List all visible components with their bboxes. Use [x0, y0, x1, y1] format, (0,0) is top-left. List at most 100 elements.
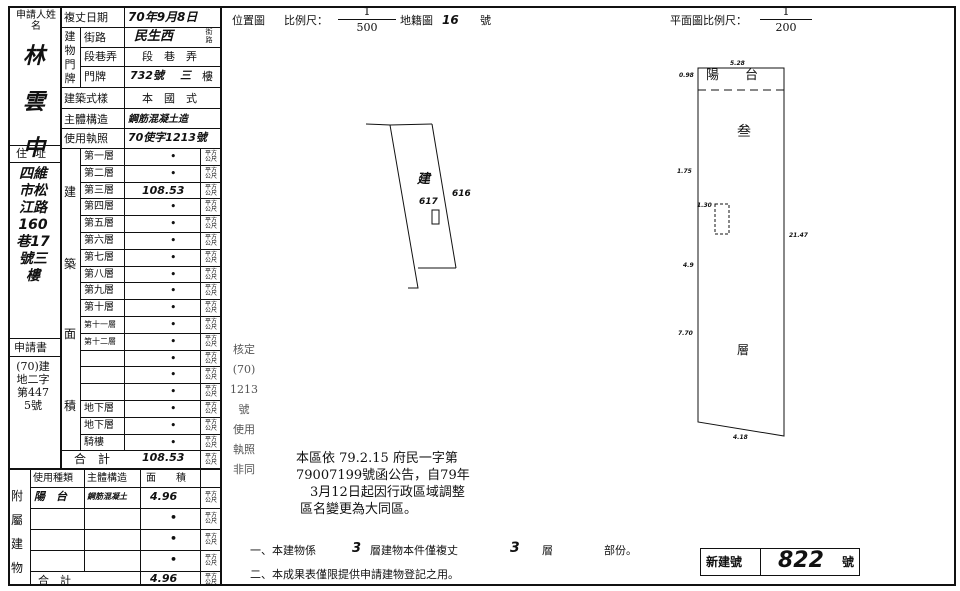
stamp-line: 非同 [233, 463, 255, 476]
annex-side-label: 附屬建物 [10, 489, 23, 575]
annex-area: • [170, 532, 178, 545]
location-scale-num: 1 [363, 5, 371, 18]
floor-area-unit: 平方公尺 [205, 435, 218, 449]
completion-date-label: 複丈日期 [64, 11, 108, 24]
plan-floor-char-top: 叁 [737, 124, 751, 140]
sheet-number: 16 [442, 13, 459, 27]
floor-area-unit: 平方公尺 [205, 200, 218, 214]
lot-number-a: 617 [419, 197, 438, 207]
street-value: 民生西 [134, 29, 174, 44]
section-value: 段 巷 弄 [142, 50, 197, 63]
divider [60, 87, 220, 88]
floor-area-unit: 平方公尺 [205, 166, 218, 180]
annex-total-unit: 平方公尺 [205, 573, 218, 586]
divider [80, 215, 220, 217]
annex-area-unit: 平方公尺 [205, 554, 218, 567]
annex-total-value: 4.96 [150, 572, 178, 585]
floor-area-unit: 平方公尺 [205, 217, 218, 231]
area-total-label: 合 計 [74, 452, 111, 466]
note2: 二、本成果表僅限提供申請建物登記之用。 [250, 568, 459, 581]
divider [80, 198, 220, 200]
divider [8, 356, 60, 357]
divider [80, 181, 220, 183]
divider [80, 349, 220, 351]
plan-scale-fraction-line [760, 19, 812, 20]
floor-area-unit: 平方公尺 [205, 301, 218, 315]
annex-col-area: 面 積 [146, 473, 186, 484]
floor-area-value: • [170, 418, 177, 432]
annex-col-structure: 主體構造 [87, 473, 127, 484]
divider [60, 108, 220, 109]
divider [30, 571, 220, 572]
floor-label: 第一層 [84, 151, 114, 162]
notice-line: 本區依 79.2.15 府民一字第 [296, 451, 458, 466]
license-value: 70使字1213號 [128, 131, 207, 144]
divider [8, 145, 60, 146]
floor-area-unit: 平方公尺 [205, 385, 218, 399]
divider [80, 27, 81, 87]
floor-area-unit: 平方公尺 [205, 368, 218, 382]
stamp-line: 執照 [233, 443, 255, 456]
dim-inner: 1.30 [697, 202, 712, 209]
divider [200, 468, 201, 586]
annex-area: • [170, 511, 178, 524]
floor-area-value: • [170, 334, 177, 348]
divider [60, 27, 220, 28]
annex-use: 陽 台 [34, 490, 67, 503]
dim-left-1: 0.98 [679, 72, 694, 79]
section-label: 段巷弄 [84, 50, 117, 63]
street-label: 街路 [84, 31, 106, 44]
divider [30, 508, 220, 509]
divider [80, 400, 220, 401]
divider [80, 366, 220, 368]
annex-col-use: 使用種類 [33, 473, 73, 484]
floor-area-unit: 平方公尺 [205, 334, 218, 348]
floor-label: 地下層 [84, 419, 114, 431]
applicant-name: 林雲中 [22, 44, 45, 161]
divider [60, 128, 220, 129]
divider [124, 148, 125, 450]
floor-area-value: • [170, 385, 177, 399]
plan-floor-char-bottom: 層 [737, 343, 750, 357]
notice-line: 79007199號函公告，自79年 [296, 468, 470, 483]
area-side-label: 面 [64, 327, 77, 341]
dim-left-2: 1.75 [677, 168, 692, 175]
annex-area: 4.96 [150, 490, 178, 503]
divider [80, 433, 220, 435]
style-label: 建築式樣 [64, 92, 108, 105]
divider [80, 265, 220, 267]
floor-label: 地下層 [84, 403, 114, 414]
note1-suffix: 層 [542, 544, 553, 557]
annex-area-unit: 平方公尺 [205, 491, 218, 504]
plan-balcony: 陽 台 [706, 68, 759, 83]
annex-area-unit: 平方公尺 [205, 512, 218, 525]
floor-area-value: • [170, 217, 177, 231]
divider [80, 164, 220, 166]
divider [60, 148, 220, 149]
floor-area-unit: 平方公尺 [205, 150, 218, 163]
annex-area-unit: 平方公尺 [205, 533, 218, 546]
floor-area-unit: 平方公尺 [205, 351, 218, 365]
applicant-label: 申請人姓名 [16, 10, 56, 32]
floor-area-value: • [170, 284, 177, 298]
stamp-line: 號 [238, 403, 250, 416]
lot-number-b: 616 [452, 189, 471, 199]
divider [80, 66, 220, 67]
floor-area-unit: 平方公尺 [205, 250, 218, 264]
notice-line: 區名變更為大同區。 [300, 502, 418, 517]
license-label: 使用執照 [64, 132, 108, 145]
floor-label: 騎樓 [84, 436, 104, 448]
area-total-unit: 平方公尺 [205, 453, 218, 466]
divider [80, 383, 220, 385]
floor-area-unit: 平方公尺 [205, 234, 218, 247]
new-building-box [700, 548, 860, 576]
floor-area-value: • [170, 318, 177, 331]
dim-top: 5.28 [730, 60, 745, 67]
floor-area-value: 108.53 [142, 183, 185, 197]
dim-left-3: 4.9 [683, 262, 694, 269]
floor-plan-drawing [697, 67, 785, 437]
floor-area-value: • [170, 301, 177, 315]
divider [8, 162, 60, 163]
note1-floor: 3 [510, 540, 520, 556]
